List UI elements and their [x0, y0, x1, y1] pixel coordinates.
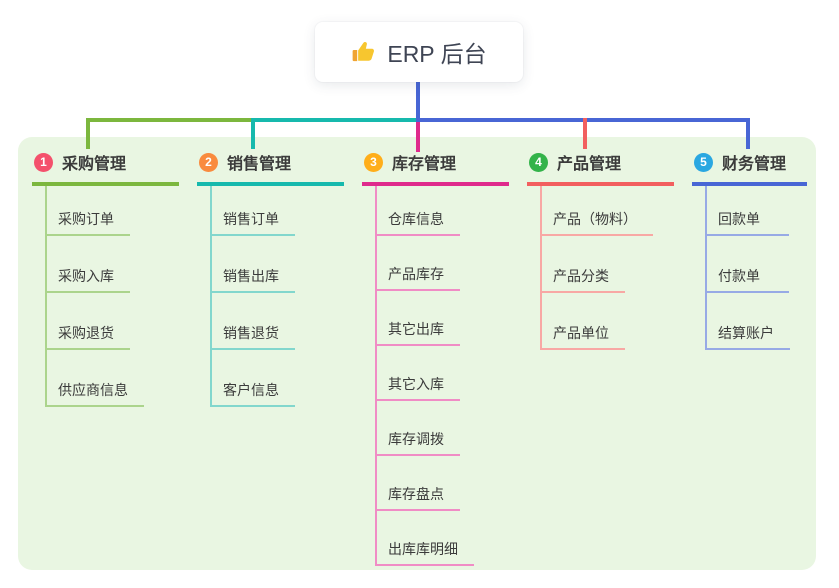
connector-drop-purchasing — [86, 118, 90, 149]
thumbs-up-icon — [351, 39, 377, 65]
connector-drop-product — [583, 118, 587, 149]
branch-children: 产品（物料）产品分类产品单位 — [540, 186, 653, 350]
child-node[interactable]: 供应商信息 — [47, 350, 144, 407]
child-node[interactable]: 采购入库 — [47, 236, 130, 293]
child-node[interactable]: 结算账户 — [707, 293, 790, 350]
branch-label: 销售管理 — [227, 156, 292, 173]
badge-number: 4 — [529, 152, 548, 172]
branch-header[interactable]: 1 采购管理 — [32, 148, 179, 186]
branch-label: 产品管理 — [557, 156, 622, 173]
child-node[interactable]: 销售出库 — [212, 236, 295, 293]
child-node[interactable]: 产品分类 — [542, 236, 625, 293]
branch-children: 采购订单采购入库采购退货供应商信息 — [45, 186, 144, 407]
child-node[interactable]: 产品（物料） — [542, 186, 653, 236]
child-node[interactable]: 产品库存 — [377, 236, 460, 291]
child-node[interactable]: 销售退货 — [212, 293, 295, 350]
badge-number: 1 — [34, 152, 53, 172]
branch-children: 销售订单销售出库销售退货客户信息 — [210, 186, 295, 407]
child-node[interactable]: 库存调拨 — [377, 401, 460, 456]
branch-label: 库存管理 — [392, 156, 457, 173]
child-node[interactable]: 出库库明细 — [377, 511, 474, 566]
connector-bus-sales — [251, 118, 420, 122]
connector-drop-finance — [746, 118, 750, 149]
branch-finance: 5 财务管理 回款单付款单结算账户 — [692, 148, 807, 350]
child-node[interactable]: 采购退货 — [47, 293, 130, 350]
child-node[interactable]: 付款单 — [707, 236, 789, 293]
child-node[interactable]: 其它入库 — [377, 346, 460, 401]
branch-inventory: 3 库存管理 仓库信息产品库存其它出库其它入库库存调拨库存盘点出库库明细 — [362, 148, 509, 566]
child-node[interactable]: 其它出库 — [377, 291, 460, 346]
badge-number: 3 — [364, 152, 383, 172]
branch-product: 4 产品管理 产品（物料）产品分类产品单位 — [527, 148, 674, 350]
badge-number: 2 — [199, 152, 218, 172]
branch-label: 采购管理 — [62, 156, 127, 173]
connector-root-drop — [416, 82, 420, 122]
connector-bus-purchasing — [86, 118, 255, 122]
child-node[interactable]: 仓库信息 — [377, 186, 460, 236]
child-node[interactable]: 库存盘点 — [377, 456, 460, 511]
connector-drop-sales — [251, 118, 255, 149]
branch-children: 仓库信息产品库存其它出库其它入库库存调拨库存盘点出库库明细 — [375, 186, 474, 566]
branch-header[interactable]: 5 财务管理 — [692, 148, 807, 186]
child-node[interactable]: 产品单位 — [542, 293, 625, 350]
child-node[interactable]: 回款单 — [707, 186, 789, 236]
root-label: ERP 后台 — [387, 41, 487, 67]
branch-label: 财务管理 — [722, 156, 787, 173]
branch-header[interactable]: 2 销售管理 — [197, 148, 344, 186]
connector-drop-inventory — [416, 118, 420, 152]
branch-sales: 2 销售管理 销售订单销售出库销售退货客户信息 — [197, 148, 344, 407]
root-node[interactable]: ERP 后台 — [315, 22, 523, 82]
branch-purchasing: 1 采购管理 采购订单采购入库采购退货供应商信息 — [32, 148, 179, 407]
background-panel — [18, 137, 816, 570]
child-node[interactable]: 客户信息 — [212, 350, 295, 407]
child-node[interactable]: 采购订单 — [47, 186, 130, 236]
branch-header[interactable]: 3 库存管理 — [362, 148, 509, 186]
branch-children: 回款单付款单结算账户 — [705, 186, 790, 350]
branch-header[interactable]: 4 产品管理 — [527, 148, 674, 186]
child-node[interactable]: 销售订单 — [212, 186, 295, 236]
badge-number: 5 — [694, 152, 713, 172]
